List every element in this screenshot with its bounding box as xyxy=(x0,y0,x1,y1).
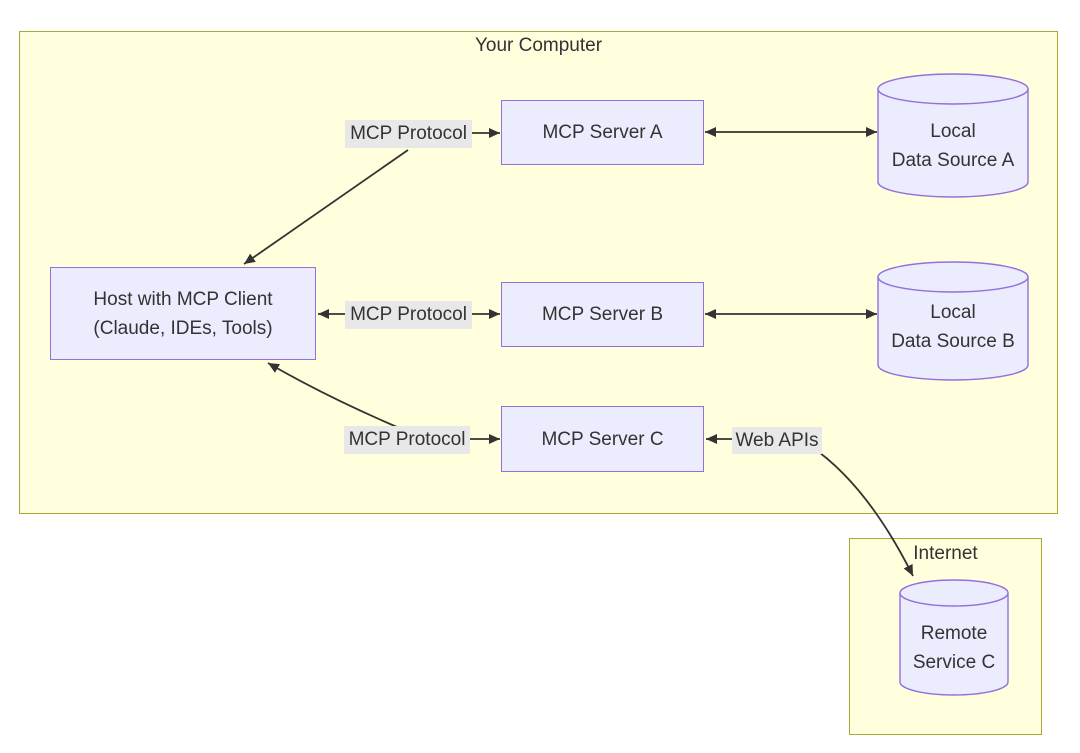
edge-web-apis-to-remote-service-c xyxy=(811,446,914,577)
node-remote-service-c-label: Remote Service C xyxy=(900,619,1008,677)
node-host-line2: (Claude, IDEs, Tools) xyxy=(93,317,273,339)
cylinder-remote-service-c xyxy=(899,579,1009,696)
edge-label-mcp-protocol-c: MCP Protocol xyxy=(344,426,470,454)
node-mcp-server-c-label: MCP Server C xyxy=(541,428,664,450)
local-data-source-b-line2: Data Source B xyxy=(891,331,1015,352)
edge-label-web-apis: Web APIs xyxy=(732,427,822,454)
cluster-internet xyxy=(849,538,1042,735)
remote-service-c-line2: Service C xyxy=(912,652,996,673)
remote-service-c-line1: Remote xyxy=(920,623,988,644)
local-data-source-a-line1: Local xyxy=(930,121,976,142)
edge-label-mcp-protocol-b: MCP Protocol xyxy=(345,301,472,329)
node-local-data-source-b-label: Local Data Source B xyxy=(878,298,1028,356)
node-local-data-source-a-label: Local Data Source A xyxy=(878,117,1028,175)
node-mcp-server-c: MCP Server C xyxy=(501,406,704,472)
cluster-internet-title: Internet xyxy=(913,543,978,564)
edge-label-mcp-protocol-a: MCP Protocol xyxy=(345,120,472,148)
node-mcp-server-b: MCP Server B xyxy=(501,282,704,347)
node-mcp-server-a-label: MCP Server A xyxy=(542,122,663,143)
node-host: Host with MCP Client (Claude, IDEs, Tool… xyxy=(50,267,316,360)
cylinder-local-data-source-a xyxy=(877,73,1029,198)
edge-mcp-protocol-c-to-host xyxy=(267,362,398,428)
local-data-source-b-line1: Local xyxy=(930,302,976,323)
node-host-line1: Host with MCP Client xyxy=(93,288,273,310)
cylinder-local-data-source-b xyxy=(877,261,1029,381)
edge-mcp-protocol-a-to-host xyxy=(243,149,409,265)
node-mcp-server-b-label: MCP Server B xyxy=(541,304,664,325)
local-data-source-a-line2: Data Source A xyxy=(891,150,1015,171)
cluster-your-computer-title: Your Computer xyxy=(474,35,603,56)
node-mcp-server-a: MCP Server A xyxy=(501,100,704,165)
